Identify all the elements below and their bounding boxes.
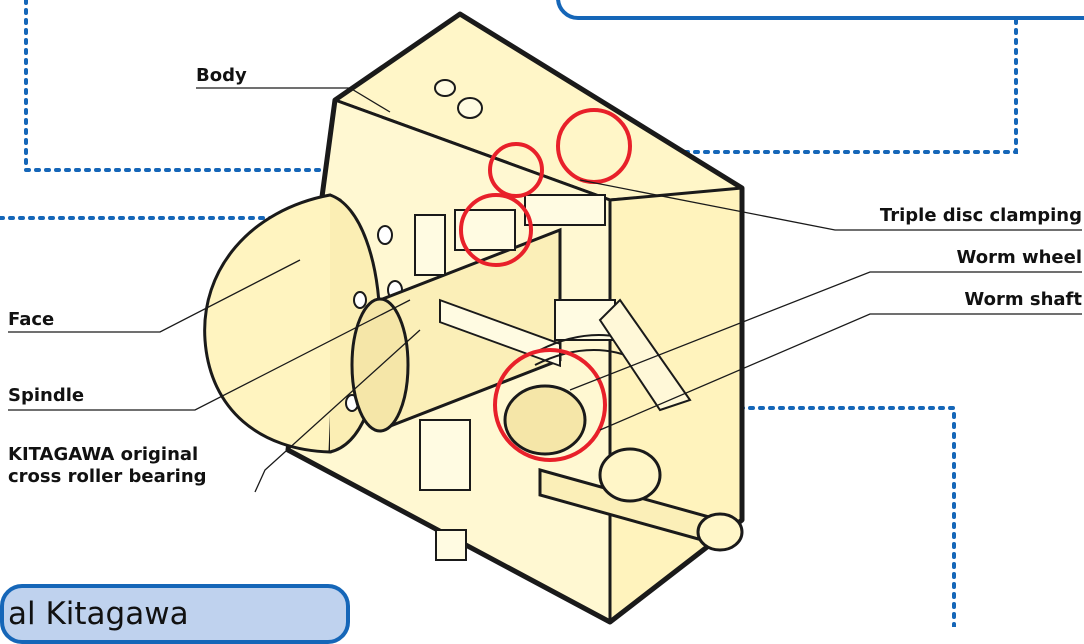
leader-top-right: [628, 18, 1018, 154]
leader-spindle: [8, 299, 411, 411]
label-cross-roller-bearing: KITAGAWA original cross roller bearing: [8, 444, 207, 488]
label-spindle: Spindle: [8, 385, 85, 406]
highlight-circle-1: [488, 142, 544, 198]
highlight-circle-4: [493, 348, 607, 462]
label-cross-roller-bearing-line1: KITAGAWA original: [8, 444, 199, 465]
label-triple-disc-clamping: Triple disc clamping: [879, 205, 1082, 226]
highlight-circle-3: [459, 193, 533, 267]
leader-wormwheel: [569, 271, 1082, 391]
highlight-circles: [459, 108, 632, 462]
worm-wheel: [534, 298, 692, 412]
bottom-callout-text: al Kitagawa: [8, 596, 189, 632]
label-leaders: [8, 87, 1082, 493]
highlight-circle-2: [556, 108, 632, 184]
label-face: Face: [8, 309, 55, 330]
label-body: Body: [196, 65, 247, 86]
leader-wormshaft: [599, 313, 1082, 431]
worm-shaft: [503, 384, 744, 552]
internal-parts: [414, 79, 616, 561]
leader-triple: [579, 179, 1082, 231]
leader-face: [8, 259, 301, 333]
label-worm-wheel: Worm wheel: [956, 247, 1082, 268]
label-worm-shaft: Worm shaft: [964, 289, 1082, 310]
rotary-table-diagram: [0, 0, 1082, 627]
leader-body: [196, 87, 391, 113]
leader-kitagawa: [254, 329, 421, 493]
face-disc: [203, 193, 342, 454]
label-cross-roller-bearing-line2: cross roller bearing: [8, 466, 207, 487]
